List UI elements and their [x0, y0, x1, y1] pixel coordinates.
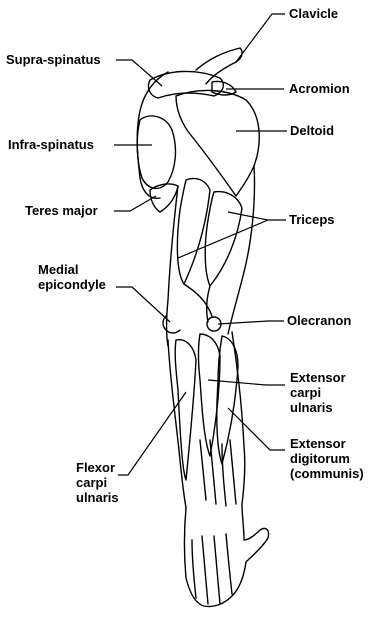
leader-olecranon — [218, 321, 284, 324]
leader-medial-epicondyle — [116, 287, 170, 322]
label-teres-major: Teres major — [25, 203, 98, 218]
leader-triceps — [178, 212, 286, 258]
leader-teres-major — [114, 196, 156, 211]
triceps-long-head — [177, 178, 210, 284]
forearm-outline-inner — [168, 340, 186, 508]
leader-flexor-carpi-ulnaris — [118, 392, 186, 475]
acromion-process — [212, 81, 236, 95]
deltoid-muscle — [176, 90, 259, 196]
label-triceps: Triceps — [289, 212, 335, 227]
label-olecranon: Olecranon — [287, 313, 351, 328]
clavicle-bone — [196, 48, 242, 84]
label-medial-epicondyle: Medial epicondyle — [38, 262, 106, 292]
label-supraspinatus: Supra-spinatus — [6, 52, 101, 67]
shoulder-outline — [137, 72, 168, 198]
label-flexor-carpi-ulnaris: Flexor carpi ulnaris — [76, 460, 119, 505]
triceps-tendon — [184, 284, 212, 322]
forearm-tendons — [200, 440, 236, 506]
flexor-carpi-ulnaris-muscle — [175, 340, 196, 480]
label-clavicle: Clavicle — [289, 6, 338, 21]
infraspinatus-muscle — [137, 116, 175, 188]
label-extensor-carpi-ulnaris: Extensor carpi ulnaris — [290, 370, 346, 415]
finger-lines — [192, 534, 232, 604]
label-acromion: Acromion — [289, 81, 350, 96]
label-infraspinatus: Infra-spinatus — [8, 137, 94, 152]
upper-arm-outline — [167, 186, 179, 346]
leader-extensor-digitorum — [228, 408, 285, 450]
label-deltoid: Deltoid — [290, 123, 334, 138]
hand-outline — [185, 504, 269, 607]
leader-clavicle — [236, 14, 285, 62]
label-extensor-digitorum: Extensor digitorum (communis) — [290, 436, 364, 481]
